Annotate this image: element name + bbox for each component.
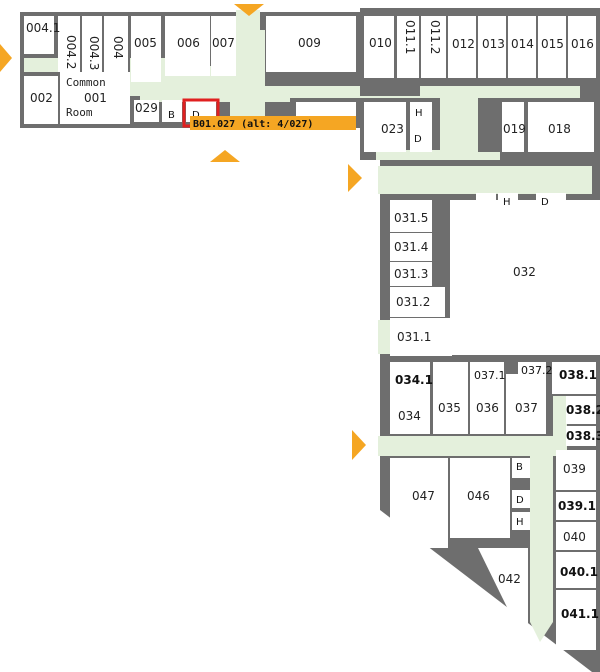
corridors	[24, 10, 592, 642]
room-label: 038.1	[559, 368, 597, 382]
room-label: 023	[381, 122, 404, 136]
room-label: 041.1	[561, 607, 599, 621]
room-label: 031.4	[394, 240, 428, 254]
entrance-arrow-bottom[interactable]	[210, 150, 240, 162]
room-label: 035	[438, 401, 461, 415]
room-label: 011.1	[403, 20, 417, 54]
room-label: 029	[135, 101, 158, 115]
room-label: 004	[111, 36, 125, 59]
room-label: 037	[515, 401, 538, 415]
room-label: 037.2	[521, 364, 553, 377]
accessible-symbol: H	[415, 108, 423, 119]
room-label: 004.2	[64, 35, 78, 69]
room-label: 001	[84, 91, 107, 105]
room-label: 034	[398, 409, 421, 423]
room-label: 031.2	[396, 295, 430, 309]
room-label: 040.1	[560, 565, 598, 579]
room-label: 009	[298, 36, 321, 50]
disabled-wc-symbol: D	[516, 495, 524, 506]
accessible-symbol: H	[516, 517, 524, 528]
room-label: 011.2	[428, 20, 442, 54]
room-label: 006	[177, 36, 200, 50]
room-label: 039.1	[558, 499, 596, 513]
room-label: 004.1	[26, 21, 60, 35]
room-label: 005	[134, 36, 157, 50]
room-label: 016	[571, 37, 594, 51]
room-label: 042	[498, 572, 521, 586]
room-label: 018	[548, 122, 571, 136]
disabled-wc-symbol: D	[192, 110, 200, 121]
room-label: 004.3	[87, 36, 101, 70]
room-label: 031.5	[394, 211, 428, 225]
room-label: 037.1	[474, 369, 506, 382]
room-label: 036	[476, 401, 499, 415]
entrance-arrow-top[interactable]	[234, 4, 264, 16]
room-label: 040	[563, 530, 586, 544]
rooms	[24, 16, 600, 650]
bathroom-symbol: B	[516, 462, 523, 473]
room-label: 015	[541, 37, 564, 51]
room-label: 013	[482, 37, 505, 51]
room-label: 012	[452, 37, 475, 51]
entrance-arrow-left-top[interactable]	[0, 44, 12, 72]
highlight-label-bg	[190, 116, 356, 130]
room-label: 031.3	[394, 267, 428, 281]
room-labels: 004.1 004.2 004.3 004 005 006 007 009 01…	[26, 20, 600, 621]
common-room-label: Common	[66, 76, 106, 89]
entrance-arrow-east-wing[interactable]	[348, 164, 362, 192]
entrance-arrow-south[interactable]	[352, 430, 366, 460]
room-label: 019	[503, 122, 526, 136]
accessible-symbol: H	[503, 197, 511, 208]
disabled-wc-symbol: D	[541, 197, 549, 208]
common-room-label: Room	[66, 106, 93, 119]
disabled-wc-symbol: D	[414, 134, 422, 145]
room-label: 031.1	[397, 330, 431, 344]
highlighted-room[interactable]: B01.027 (alt: 4/027)	[182, 98, 356, 130]
room-label: 039	[563, 462, 586, 476]
entrance-markers[interactable]	[0, 4, 366, 460]
room-label: 038.2	[566, 403, 600, 417]
room-label: 032	[513, 265, 536, 279]
bathroom-symbol: B	[168, 110, 175, 121]
room-label: 046	[467, 489, 490, 503]
room-label: 034.1	[395, 373, 433, 387]
room-label: 010	[369, 36, 392, 50]
room-label: 014	[511, 37, 534, 51]
highlight-label-text: B01.027 (alt: 4/027)	[193, 119, 313, 130]
room-label: 007	[212, 36, 235, 50]
room-label: 038.3	[566, 429, 600, 443]
room-label: 002	[30, 91, 53, 105]
room-label: 047	[412, 489, 435, 503]
facility-symbols: B D H D H D B D H	[168, 108, 549, 528]
